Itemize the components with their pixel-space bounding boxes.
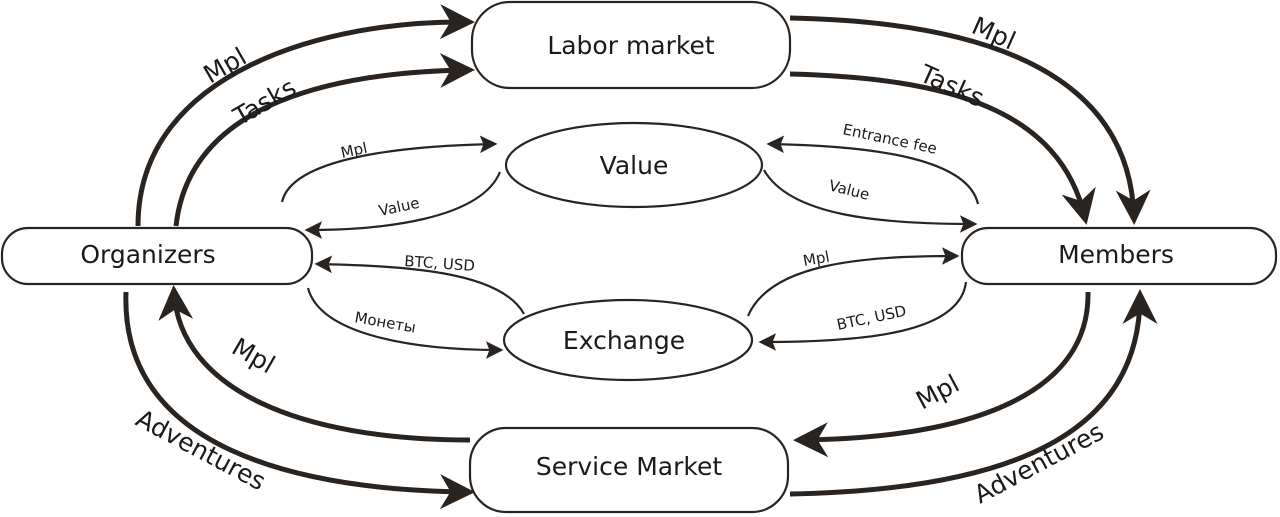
- arrow-members-value-fee: [766, 135, 980, 205]
- label-members-value-fee: Entrance fee: [841, 120, 938, 158]
- arrow-exchange-members-mpl: [746, 247, 960, 317]
- arrow-org-labor-mpl: [135, 4, 475, 227]
- node-value: Value: [504, 121, 764, 209]
- node-value-label: Value: [600, 151, 669, 180]
- node-organizers: Organizers: [0, 226, 314, 286]
- arrow-org-exchange-coins: [306, 287, 504, 359]
- node-members-label: Members: [1058, 240, 1174, 269]
- node-service-market: Service Market: [468, 426, 790, 514]
- label-service-org-mpl: Mpl: [227, 332, 280, 379]
- label-exchange-members-mpl: Mpl: [802, 248, 831, 270]
- arrow-service-org-mpl: [158, 285, 471, 443]
- arrow-members-exchange-btc: [758, 281, 968, 351]
- arrow-exchange-org-btc: [314, 255, 525, 315]
- label-service-members-adventures: Adventures: [969, 417, 1108, 509]
- label-labor-members-tasks: Tasks: [915, 59, 989, 113]
- arrow-members-service-mpl: [793, 291, 1091, 458]
- label-labor-members-mpl: Mpl: [968, 11, 1020, 56]
- node-service-market-label: Service Market: [536, 452, 722, 481]
- node-labor-market-label: Labor market: [547, 31, 715, 60]
- node-exchange-label: Exchange: [563, 326, 685, 355]
- node-exchange: Exchange: [502, 298, 754, 382]
- label-members-exchange-btc: BTC, USD: [835, 302, 908, 334]
- label-org-value-mpl: Mpl: [339, 139, 369, 162]
- label-members-service-mpl: Mpl: [911, 369, 964, 415]
- node-organizers-label: Organizers: [80, 240, 215, 269]
- arrow-value-members-value: [763, 169, 978, 233]
- arrow-org-service-adventures: [123, 291, 475, 510]
- arrow-org-value-mpl: [280, 135, 498, 203]
- arrow-labor-members-mpl: [789, 15, 1151, 225]
- label-org-service-adventures: Adventures: [131, 404, 270, 496]
- arrow-org-labor-tasks: [173, 52, 475, 227]
- label-value-org-value: Value: [377, 194, 421, 220]
- arrow-service-members-adventures: [789, 289, 1158, 497]
- node-labor-market: Labor market: [470, 0, 792, 90]
- label-value-members-value: Value: [827, 176, 871, 203]
- arrow-value-org-value: [304, 171, 502, 239]
- label-exchange-org-btc: BTC, USD: [404, 252, 476, 275]
- label-org-labor-tasks: Tasks: [228, 73, 301, 132]
- node-members: Members: [960, 226, 1278, 286]
- arrow-labor-members-tasks: [789, 71, 1096, 225]
- label-org-labor-mpl: Mpl: [199, 42, 252, 89]
